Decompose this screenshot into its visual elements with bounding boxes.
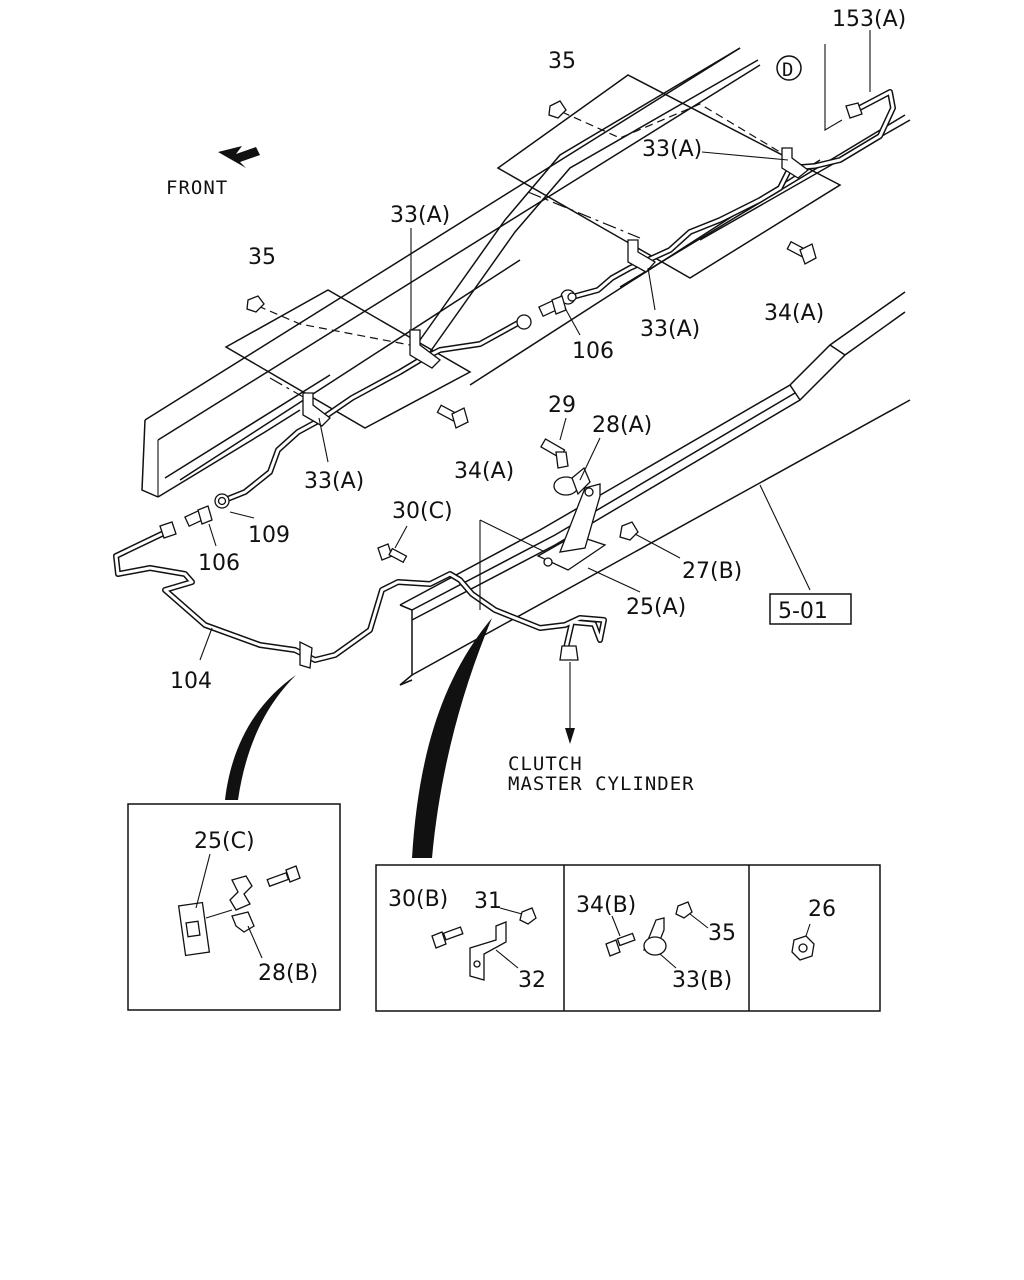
bracket-clip-104 xyxy=(299,640,313,669)
front-arrow-icon xyxy=(218,146,260,168)
label-30c: 30(C) xyxy=(392,499,453,524)
mounting-plate-left xyxy=(224,289,472,429)
union-106-lower xyxy=(184,505,213,528)
bolt-29 xyxy=(540,438,569,469)
union-106-upper xyxy=(538,295,567,318)
clutch-label-line2: MASTER CYLINDER xyxy=(508,773,695,795)
upper-frame-rail xyxy=(141,47,911,498)
clip-33a-upper xyxy=(409,329,441,369)
label-28a: 28(A) xyxy=(592,413,652,438)
clip-28a xyxy=(553,466,591,496)
dash-leader-35-left xyxy=(257,305,411,346)
label-35-detail: 35 xyxy=(708,921,736,946)
circle-ref-d: D xyxy=(776,55,802,81)
label-106-upper: 106 xyxy=(572,339,614,364)
callout-swoosh-left xyxy=(225,675,296,800)
label-33a-lower-left: 33(A) xyxy=(304,469,364,494)
label-33a-mid-right: 33(A) xyxy=(640,317,700,342)
nut-35-left xyxy=(246,295,265,313)
nut-27b xyxy=(619,521,639,541)
label-34a-center: 34(A) xyxy=(454,459,514,484)
label-30b: 30(B) xyxy=(388,887,448,912)
label-29: 29 xyxy=(548,393,576,418)
svg-text:D: D xyxy=(782,59,794,81)
clutch-arrow xyxy=(565,662,575,744)
clip-33a-lower xyxy=(302,392,331,427)
label-106-lower: 106 xyxy=(198,551,240,576)
leader-lines xyxy=(199,30,871,661)
mounting-plate-right xyxy=(496,74,842,279)
clip-33a-top xyxy=(781,147,810,179)
label-34a-right: 34(A) xyxy=(764,301,824,326)
label-109: 109 xyxy=(248,523,290,548)
label-25c: 25(C) xyxy=(194,829,255,854)
label-35-top: 35 xyxy=(548,49,576,74)
pipe-153a xyxy=(560,44,896,305)
label-153a: 153(A) xyxy=(832,7,906,32)
front-label: FRONT xyxy=(166,177,228,199)
detail-box-right: 30(B) 31 32 34(B) 35 33(B) 26 xyxy=(375,864,881,1012)
label-25a: 25(A) xyxy=(626,595,686,620)
dash-leader-35-top xyxy=(561,103,781,153)
centerline-left xyxy=(269,377,306,399)
label-34b: 34(B) xyxy=(576,893,636,918)
label-104: 104 xyxy=(170,669,212,694)
label-33a-top-right: 33(A) xyxy=(642,137,702,162)
centerline-right xyxy=(527,191,641,239)
label-32: 32 xyxy=(518,968,546,993)
detail-box-left: 25(C) 28(B) xyxy=(127,803,341,1011)
label-33a-upper: 33(A) xyxy=(390,203,450,228)
reference-box-5-01: 5-01 xyxy=(769,593,852,625)
bolt-34a-right xyxy=(786,240,817,265)
pipe-104 xyxy=(113,521,607,663)
clip-33a-mid xyxy=(627,239,657,273)
label-33b: 33(B) xyxy=(672,968,732,993)
pipe-109 xyxy=(214,314,532,509)
svg-text:5-01: 5-01 xyxy=(778,599,828,624)
bolt-30c xyxy=(377,543,408,564)
label-35-left: 35 xyxy=(248,245,276,270)
label-31: 31 xyxy=(474,889,502,914)
nut-35-top xyxy=(548,100,567,119)
lower-frame-rail xyxy=(399,291,911,686)
clutch-label-line1: CLUTCH xyxy=(508,753,583,775)
bolt-34a-center xyxy=(436,404,469,429)
label-26: 26 xyxy=(808,897,836,922)
bracket-25a xyxy=(536,483,607,571)
label-28b: 28(B) xyxy=(258,961,318,986)
callout-swoosh-right xyxy=(412,618,492,858)
label-27b: 27(B) xyxy=(682,559,742,584)
